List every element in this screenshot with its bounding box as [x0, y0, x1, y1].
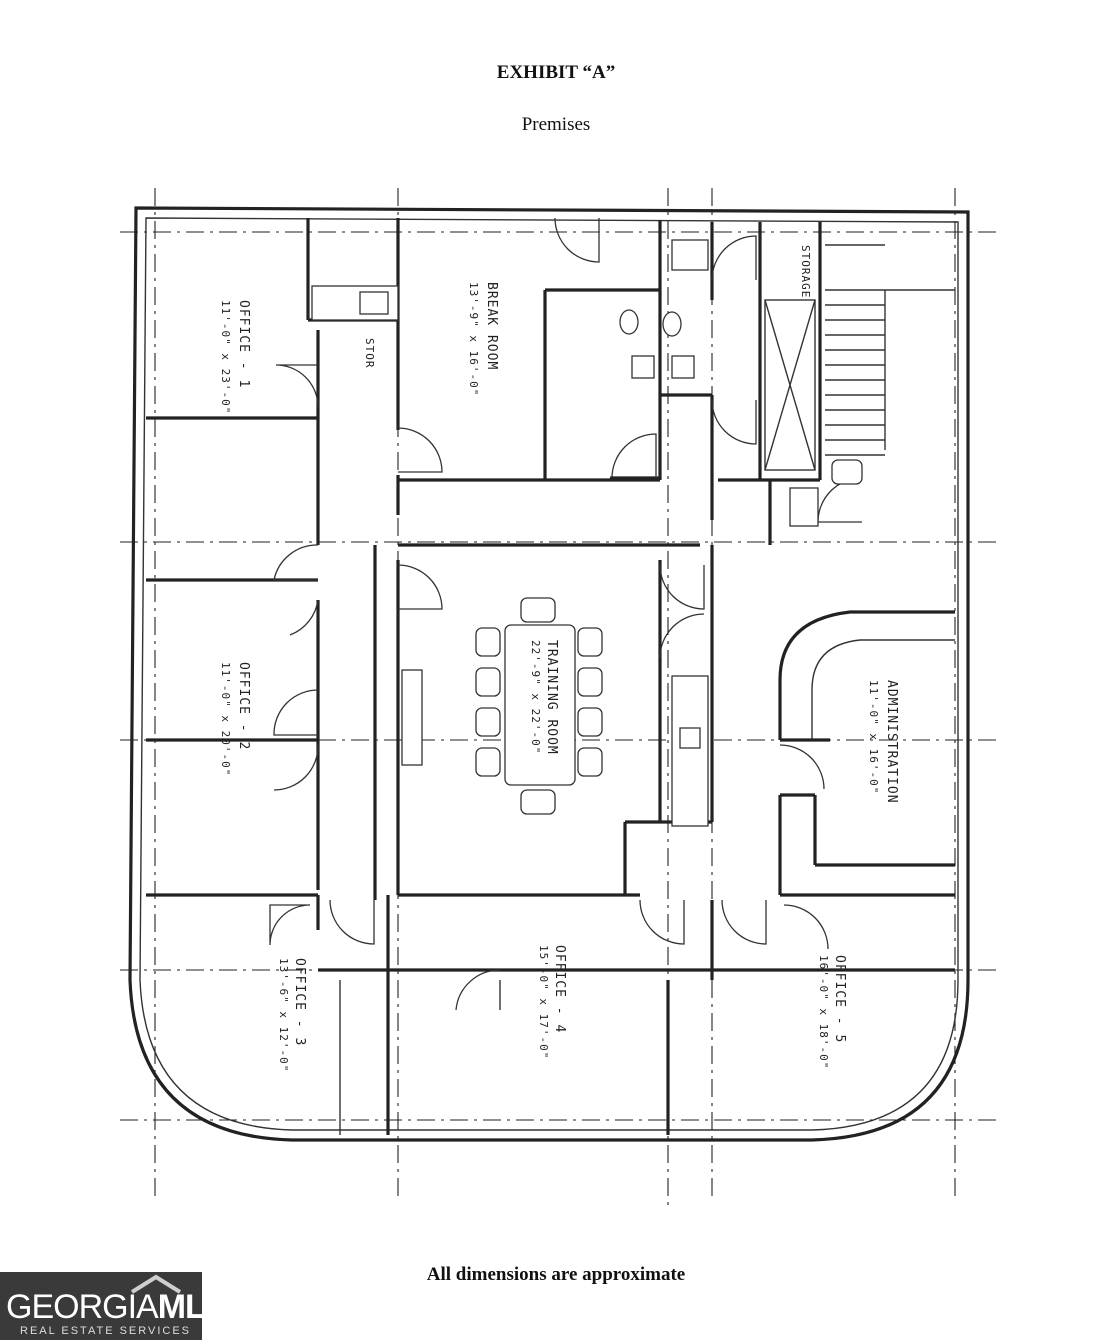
house-roof-icon	[130, 1274, 182, 1294]
label-training-room: TRAINING ROOM	[544, 640, 559, 755]
logo-brand-left: GEORGIA	[6, 1288, 159, 1326]
label-office-1-dims: 11'-0" x 23'-0"	[219, 300, 232, 414]
label-office-2-dims: 11'-0" x 20'-0"	[219, 662, 232, 776]
label-office-4: OFFICE - 4	[552, 945, 567, 1033]
label-office-3: OFFICE - 3	[292, 958, 307, 1046]
logo-tagline: REAL ESTATE SERVICES	[20, 1325, 192, 1337]
footer-note: All dimensions are approximate	[426, 1264, 686, 1285]
label-break-room-dims: 13'-9" x 16'-0"	[467, 282, 480, 396]
exterior-walls	[128, 206, 970, 1142]
label-training-room-dims: 22'-9" x 22'-0"	[529, 640, 542, 754]
stair	[764, 244, 955, 471]
exhibit-subtitle: Premises	[521, 114, 591, 135]
georgia-mls-logo: GEORGIAMLS REAL ESTATE SERVICES	[0, 1272, 227, 1340]
label-stor: STOR	[363, 338, 376, 369]
label-office-3-dims: 13'-6" x 12'-0"	[277, 958, 290, 1072]
label-administration: ADMINISTRATION	[884, 680, 899, 804]
room-labels: OFFICE - 1 11'-0" x 23'-0" BREAK ROOM 13…	[219, 245, 899, 1072]
label-office-2: OFFICE - 2	[236, 662, 251, 750]
label-administration-dims: 11'-0" x 16'-0"	[867, 680, 880, 794]
label-office-5: OFFICE - 5	[832, 955, 847, 1043]
label-break-room: BREAK ROOM	[484, 282, 499, 370]
label-storage: STORAGE	[799, 245, 812, 298]
doors	[269, 217, 863, 1011]
logo-brand-right: MLS	[157, 1288, 228, 1326]
exhibit-title: EXHIBIT “A”	[496, 62, 616, 83]
fixtures	[311, 239, 863, 827]
label-office-5-dims: 16'-0" x 18'-0"	[817, 955, 830, 1069]
label-office-1: OFFICE - 1	[236, 300, 251, 388]
label-office-4-dims: 15'-0" x 17'-0"	[537, 945, 550, 1059]
